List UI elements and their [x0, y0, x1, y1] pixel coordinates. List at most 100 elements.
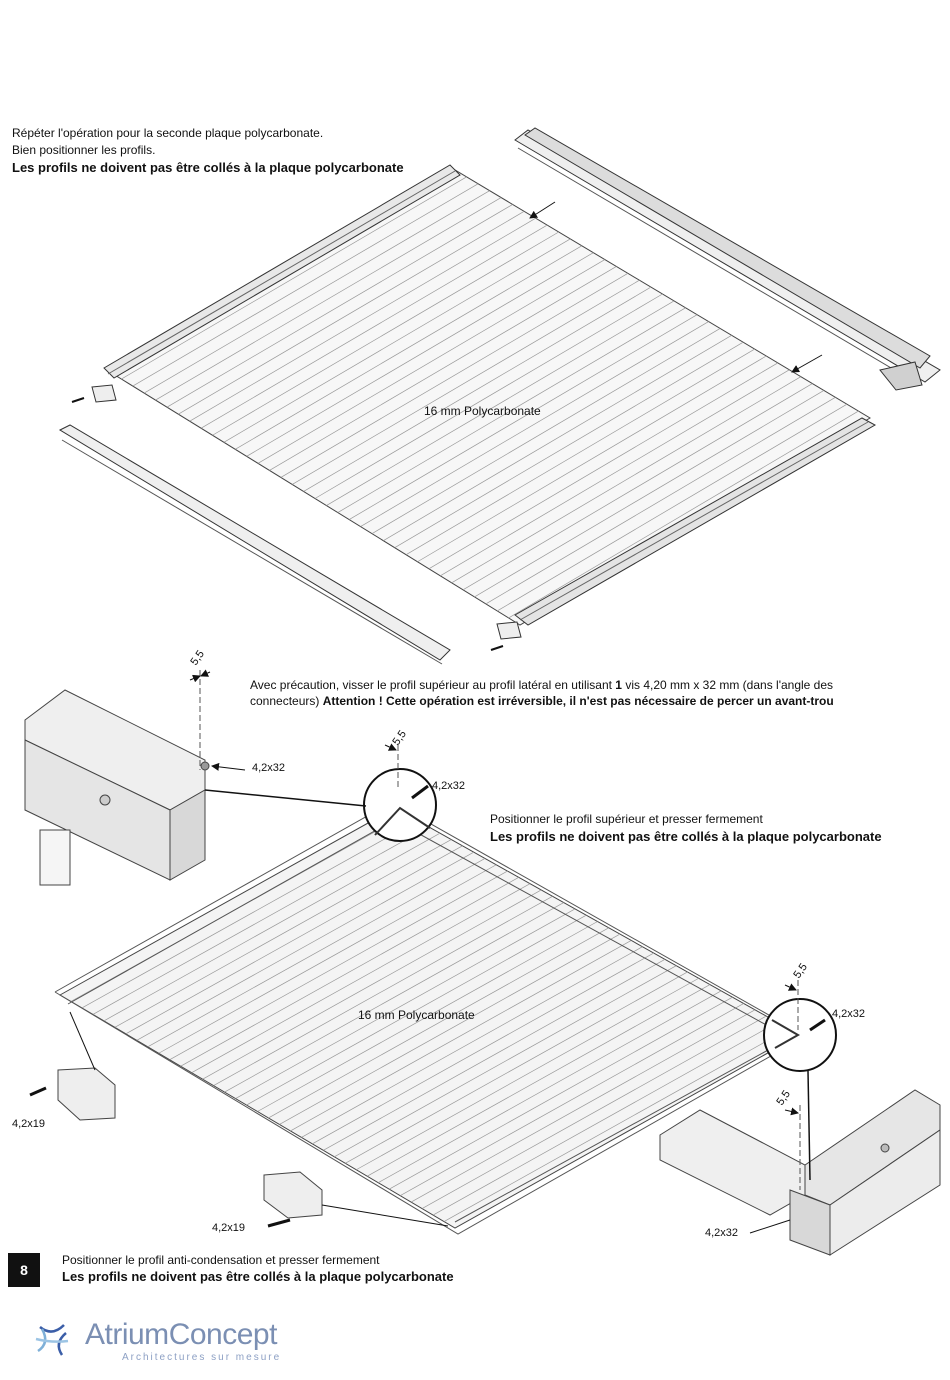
panel-rib	[371, 328, 721, 534]
panel-rib	[462, 383, 813, 591]
panel-rib	[428, 362, 778, 570]
panel-rib	[268, 927, 609, 1119]
loose-connector-left	[57, 1067, 116, 1121]
zoom-circle-top	[363, 768, 437, 842]
panel-rib	[246, 252, 594, 457]
panel-rib	[279, 933, 621, 1125]
panel-rib	[180, 877, 519, 1067]
dim-screw-left: 4,2x32	[252, 762, 286, 774]
bottom-polycarbonate-panel	[58, 807, 802, 1229]
bottom-warning: Les profils ne doivent pas être collés à…	[62, 1269, 454, 1284]
panel-rib	[348, 314, 698, 520]
panel-rib	[474, 390, 825, 598]
top-warning: Les profils ne doivent pas être collés à…	[12, 160, 404, 175]
dim-screw-right: 4,2x32	[832, 1008, 866, 1020]
middle-instruction-a: Avec précaution, visser le profil supéri…	[250, 678, 616, 692]
panel-rib	[378, 990, 722, 1183]
top-instruction-line2: Bien positionner les profils.	[12, 143, 156, 157]
panel-rib	[388, 996, 733, 1190]
dim-screw-bottom-right: 4,2x32	[705, 1227, 739, 1239]
panel-rib	[246, 914, 587, 1106]
middle-position-text: Positionner le profil supérieur et press…	[490, 812, 763, 826]
panel-rib	[223, 238, 571, 443]
panel-rib	[345, 971, 688, 1164]
panel-rib	[158, 864, 497, 1054]
panel-rib	[394, 341, 744, 548]
panel-rib	[269, 266, 617, 471]
panel-rib	[155, 197, 502, 401]
panel-rib	[326, 300, 675, 506]
panel-rib	[367, 984, 711, 1177]
panel-rib	[290, 940, 632, 1132]
panel-rib	[121, 176, 467, 380]
panel-rib	[224, 902, 564, 1093]
panel-rib	[356, 977, 699, 1171]
panel-rib	[191, 883, 531, 1073]
panel-rib	[235, 245, 582, 450]
panel-rib	[417, 355, 767, 563]
panel-rib	[497, 403, 848, 612]
dim-screw-top: 4,2x32	[432, 780, 466, 792]
brand-tagline: Architectures sur mesure	[122, 1352, 282, 1363]
top-bottom-right-profile	[514, 417, 877, 626]
panel-rib	[103, 832, 441, 1022]
top-connector-left	[91, 384, 117, 403]
top-connector-bottom	[496, 621, 522, 640]
panel-rib	[136, 851, 474, 1041]
middle-instruction-line1: Avec précaution, visser le profil supéri…	[250, 678, 833, 693]
panel-rib	[189, 217, 536, 422]
panel-rib	[383, 335, 732, 541]
atrium-logo-icon	[35, 1324, 69, 1356]
middle-instruction-b: vis 4,20 mm x 32 mm (dans l'angle des	[621, 678, 834, 692]
middle-warning: Les profils ne doivent pas être collés à…	[490, 829, 882, 844]
bottom-panel-label: 16 mm Polycarbonate	[358, 1008, 475, 1022]
panel-rib	[292, 279, 640, 485]
top-loose-bottom-profile	[58, 424, 451, 665]
middle-instruction-connecteurs: connecteurs)	[250, 694, 323, 708]
panel-rib	[202, 889, 542, 1080]
panel-rib	[508, 410, 859, 619]
panel-rib	[213, 895, 553, 1086]
panel-rib	[212, 231, 559, 436]
panel-rib	[143, 190, 490, 394]
top-instruction-line1: Répéter l'opération pour la seconde plaq…	[12, 126, 324, 140]
page-number: 8	[8, 1253, 40, 1287]
middle-attention: Attention ! Cette opération est irrévers…	[322, 694, 834, 708]
dim-screw-short-left: 4,2x19	[12, 1118, 46, 1130]
panel-rib	[314, 293, 663, 499]
left-corner-detail	[24, 689, 210, 886]
brand-name-b: Concept	[168, 1318, 278, 1351]
panel-rib	[440, 369, 790, 577]
bottom-instruction: Positionner le profil anti-condensation …	[62, 1253, 380, 1267]
panel-rib	[312, 952, 654, 1145]
panel-rib	[132, 183, 479, 387]
panel-rib	[301, 946, 643, 1138]
panel-rib	[81, 820, 418, 1009]
loose-connector-bottom	[263, 1171, 323, 1219]
top-panel-label: 16 mm Polycarbonate	[424, 404, 541, 418]
dim-screw-short-bottom: 4,2x19	[212, 1222, 246, 1234]
middle-instruction-line2: connecteurs) Attention ! Cette opération…	[250, 694, 834, 709]
panel-rib	[280, 273, 629, 478]
panel-rib	[405, 348, 755, 556]
top-right-loose-profile	[514, 127, 941, 391]
panel-rib	[323, 959, 666, 1151]
panel-rib	[485, 397, 836, 605]
panel-rib	[114, 839, 452, 1028]
top-left-profile	[103, 164, 461, 379]
panel-rib	[421, 1015, 767, 1209]
panel-rib	[125, 845, 463, 1035]
panel-rib	[334, 965, 677, 1158]
panel-rib	[303, 286, 652, 492]
brand-name: AtriumConcept	[85, 1318, 277, 1352]
top-polycarbonate-panel	[109, 169, 871, 626]
panel-rib	[92, 826, 429, 1015]
middle-instruction-qty: 1	[615, 678, 622, 692]
panel-rib	[432, 1022, 778, 1216]
panel-rib	[451, 376, 802, 584]
panel-rib	[178, 211, 525, 415]
panel-rib	[235, 908, 576, 1099]
panel-rib	[257, 259, 606, 464]
panel-rib	[337, 307, 686, 513]
